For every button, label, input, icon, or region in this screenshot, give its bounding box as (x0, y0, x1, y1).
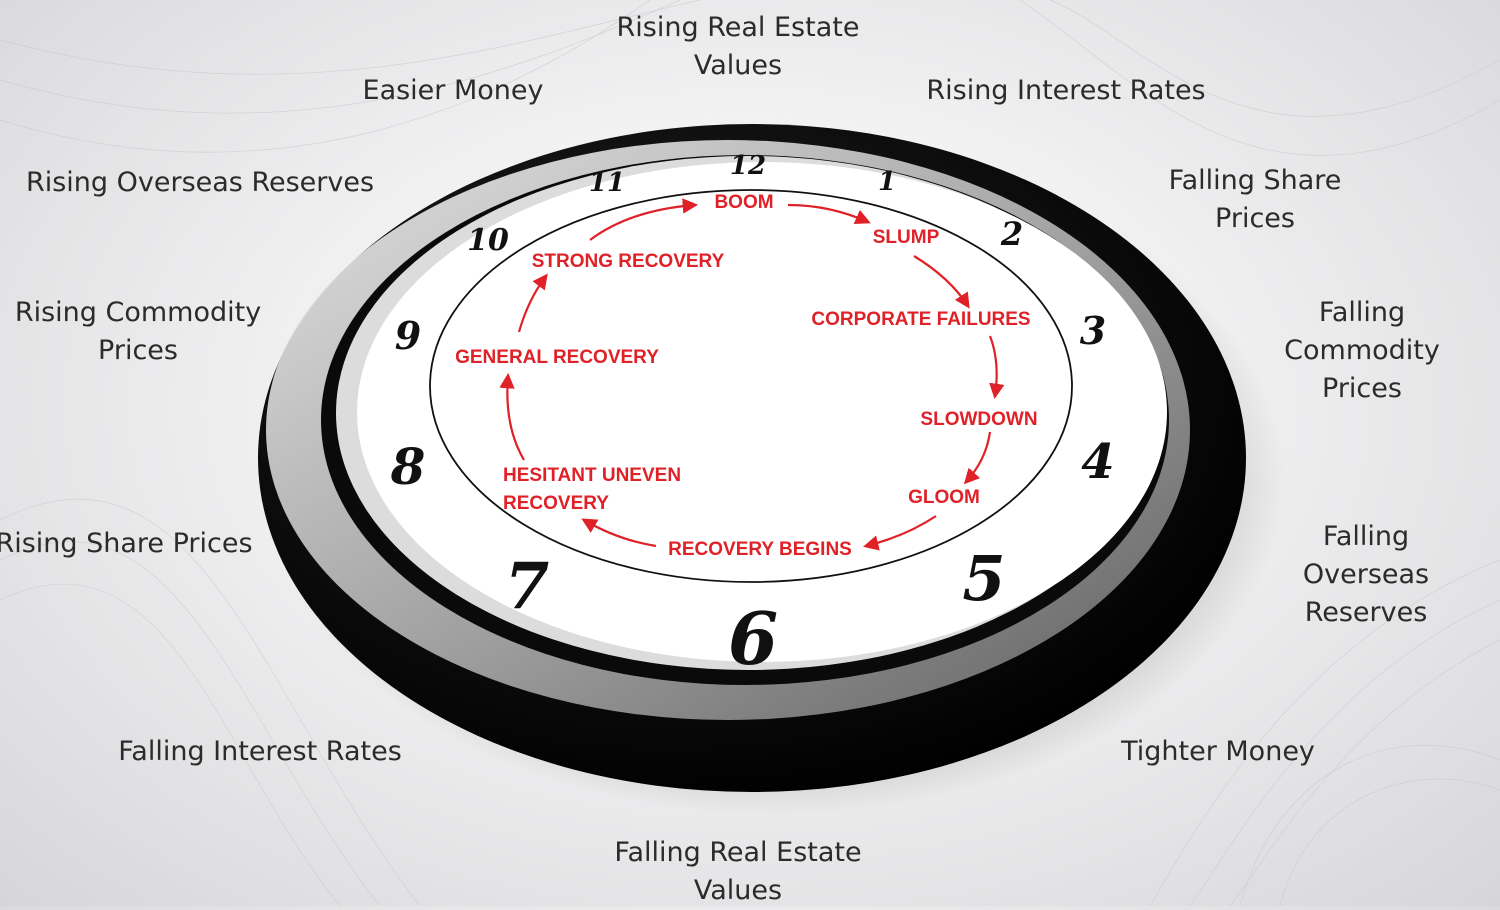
numeral-3: 3 (1080, 308, 1106, 353)
label-falling-share-prices: Falling Share Prices (1168, 165, 1342, 234)
stage-recovery-begins: RECOVERY BEGINS (668, 539, 852, 560)
stage-slump: SLUMP (873, 227, 940, 248)
arrow-strong-recovery-to-boom (589, 198, 699, 241)
numeral-4: 4 (1081, 434, 1114, 490)
numeral-9: 9 (395, 313, 421, 358)
numeral-5: 5 (962, 542, 1005, 615)
arrow-slump-to-corporate-failures (913, 255, 970, 309)
numeral-2: 2 (1000, 215, 1023, 253)
stage-slowdown: SLOWDOWN (920, 409, 1037, 430)
label-tighter-money: Tighter Money (1121, 736, 1315, 767)
numeral-8: 8 (390, 437, 426, 496)
numeral-11: 11 (589, 168, 625, 198)
inner-track (429, 189, 1073, 583)
label-falling-commodity-prices: Falling Commodity Prices (1284, 297, 1440, 404)
numeral-10: 10 (467, 223, 509, 258)
label-falling-overseas-reserves: Falling Overseas Reserves (1302, 521, 1430, 628)
label-falling-interest-rates: Falling Interest Rates (118, 736, 402, 767)
label-rising-interest-rates: Rising Interest Rates (926, 75, 1206, 106)
numeral-6: 6 (728, 596, 778, 681)
stage-general-recovery: GENERAL RECOVERY (455, 347, 659, 368)
stage-gloom: GLOOM (908, 487, 980, 508)
stage-corporate-failures: CORPORATE FAILURES (811, 309, 1030, 330)
arrow-gloom-to-recovery-begins (863, 515, 937, 551)
arrow-boom-to-slump (787, 203, 871, 225)
arrow-slowdown-to-gloom (963, 431, 992, 485)
label-falling-real-estate-values: Falling Real Estate Values (614, 837, 862, 906)
label-easier-money: Easier Money (362, 75, 544, 106)
stage-boom: BOOM (714, 192, 773, 213)
stage-strong-recovery: STRONG RECOVERY (532, 251, 725, 272)
stage-hesitant-uneven-recovery-line2: RECOVERY (503, 493, 609, 514)
label-rising-commodity-prices: Rising Commodity Prices (14, 297, 262, 366)
numeral-7: 7 (505, 549, 550, 624)
label-rising-share-prices: Rising Share Prices (0, 528, 253, 559)
label-rising-overseas-reserves: Rising Overseas Reserves (25, 167, 375, 198)
label-rising-real-estate-values: Rising Real Estate Values (616, 12, 860, 81)
arrow-hesitant-to-general-recovery (499, 372, 525, 461)
numeral-1: 1 (878, 167, 896, 197)
arrow-corporate-failures-to-slowdown (988, 335, 1005, 400)
arrow-general-to-strong-recovery (517, 273, 548, 333)
stage-hesitant-uneven-recovery-line1: HESITANT UNEVEN (503, 465, 681, 486)
numeral-12: 12 (730, 151, 766, 181)
clock-face (357, 162, 1167, 662)
arrow-recovery-begins-to-hesitant (581, 518, 657, 548)
